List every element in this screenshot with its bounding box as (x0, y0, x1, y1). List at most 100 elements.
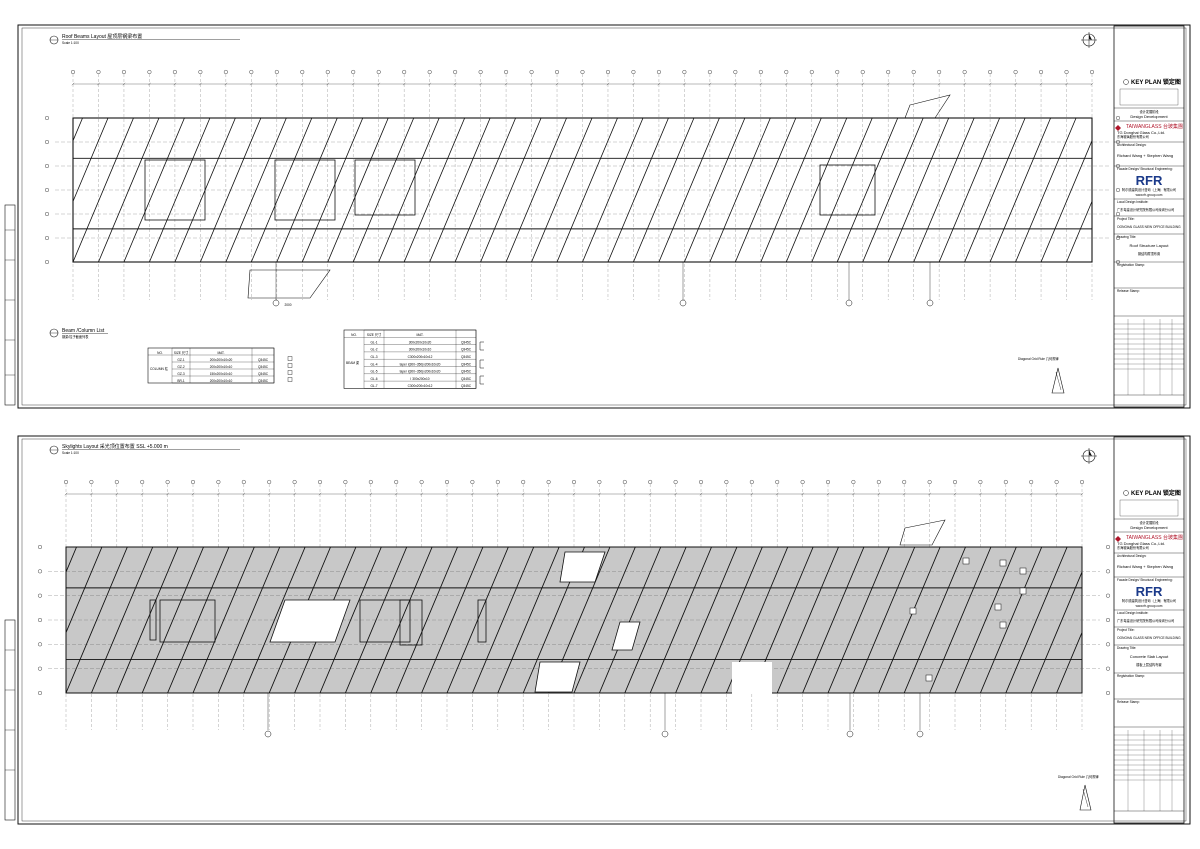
table-cell: taper I(300~350)x200x10x20 (400, 370, 441, 374)
diagonal-beam (225, 117, 287, 263)
dimension-tick (369, 492, 373, 496)
diagonal-beam (344, 546, 408, 694)
skylight-frame (477, 599, 487, 643)
diagonal-beam (811, 117, 873, 263)
beam-column-list-title: Beam /Column List (62, 328, 105, 334)
dimension-tick (115, 492, 119, 496)
grid-bubble (546, 480, 551, 485)
table-cell: Q345C (461, 370, 472, 374)
grid-bubble (241, 480, 246, 485)
skylight-small (909, 607, 917, 615)
diagonal-beam (624, 546, 687, 694)
section-marker-icon (679, 299, 687, 307)
dimension-tick (877, 492, 881, 496)
dimension-tick (775, 492, 779, 496)
dimension-tick (64, 492, 68, 496)
diagonal-beam (531, 117, 593, 263)
diagonal-beam (192, 546, 255, 694)
diagonal-beam (72, 117, 109, 202)
table-cell: C300x200x10x12 (408, 355, 433, 359)
design-stage-cn: 设计发展阶段 (1139, 520, 1159, 525)
diagonal-beam (903, 546, 966, 694)
table-header: MAT. (416, 333, 423, 337)
grid-bubble (114, 480, 119, 485)
table-cell: 300x200x10x20 (409, 340, 432, 344)
grid-bubble (495, 480, 500, 485)
grid-bubble (911, 69, 916, 74)
diagonal-beam (167, 546, 230, 694)
dimension-tick (242, 492, 246, 496)
grid-bubble (988, 69, 993, 74)
brand-logo-icon (1115, 125, 1121, 131)
section-marker-icon (846, 730, 854, 738)
diagonal-beam (954, 546, 1017, 694)
skylight-opening (559, 551, 606, 583)
table-cell: Q345C (258, 372, 269, 376)
diagonal-beam (1030, 571, 1083, 694)
grid-bubble (707, 69, 712, 74)
diagonal-beam (582, 117, 644, 263)
grid-bubble (63, 480, 68, 485)
dimension-tick (1004, 492, 1008, 496)
grid-bubble (927, 480, 932, 485)
row-bubble (1105, 691, 1110, 696)
row-bubble (1105, 593, 1110, 598)
grid-bubble (597, 480, 602, 485)
section-marker-icon (916, 730, 924, 738)
grid-bubble (555, 69, 560, 74)
table-cell: GL-4 (370, 362, 377, 366)
sheet-1-inner-border (21, 27, 1187, 406)
sheet-2-view-title: Skylights Layout 采光顶位置布置 SSL +5.000 m (62, 443, 168, 450)
diagonal-beam (776, 546, 839, 694)
grid-bubble (835, 69, 840, 74)
grid-bubble (962, 69, 967, 74)
table-cell: C300x200x10x12 (408, 384, 433, 388)
dimension-tick (1065, 82, 1068, 86)
section-symbol-icon (479, 341, 484, 351)
grid-bubble (292, 480, 297, 485)
grid-bubble (121, 69, 126, 74)
dimension-tick (90, 492, 93, 496)
dimension-tick (140, 492, 144, 496)
dimension-tick (912, 82, 915, 86)
grid-bubble (1089, 69, 1094, 74)
roof-opening (274, 159, 336, 221)
diagonal-beam (98, 117, 160, 263)
dimension-tick (453, 82, 457, 86)
diagonal-beam (403, 117, 466, 263)
row-bubble (38, 691, 43, 696)
grid-bubble (402, 69, 407, 74)
grid-bubble (190, 480, 195, 485)
release-stamp-label: Release Stamp: (1117, 700, 1140, 704)
table-cell: GL-5 (370, 370, 377, 374)
grid-bubble (851, 480, 856, 485)
dimension-tick (734, 82, 737, 86)
client-name: TG Donghai Glass Co.,Ltd. (1117, 130, 1165, 135)
table-cell: Q345C (461, 340, 472, 344)
diagonal-beam (243, 546, 306, 694)
architect-name: Richard Wang + Stephen Wang (1117, 564, 1173, 569)
local-institute-label: Local Design Institute: (1117, 200, 1148, 204)
skylight-small (999, 621, 1007, 629)
grid-bubble (699, 480, 704, 485)
dimension-tick (547, 492, 550, 496)
table-group-label: COLUMN 柱 (150, 366, 169, 371)
diagonal-beam (827, 546, 890, 694)
table-cell: Q345C (461, 355, 472, 359)
rfr-logo: RFR (1136, 584, 1163, 599)
grid-bubble (809, 69, 814, 74)
row-bubble (1115, 211, 1120, 216)
skylight-opening (611, 621, 641, 651)
diagonal-beam (887, 117, 950, 263)
grid-bubble (376, 69, 381, 74)
dimension-tick (801, 492, 804, 496)
row-bubble (38, 545, 43, 550)
table-cell: GL-1 (370, 340, 377, 344)
grid-bubble (521, 480, 526, 485)
dimension-tick (1090, 82, 1094, 86)
dimension-tick (250, 82, 253, 86)
dimension-tick (1055, 492, 1058, 496)
diagonal-beam (852, 546, 916, 694)
dimension-tick (725, 492, 728, 496)
